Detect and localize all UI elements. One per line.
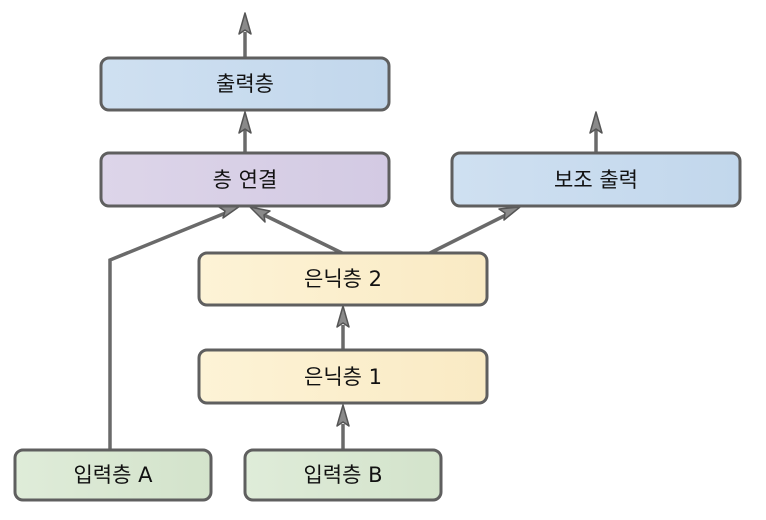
- node-concat-layer: 층 연결: [99, 151, 391, 208]
- edge-output-up: [238, 12, 252, 58]
- node-aux-output-label: 보조 출력: [554, 168, 638, 192]
- node-input-b: 입력층 B: [243, 448, 443, 502]
- node-input-a-label: 입력층 A: [73, 463, 153, 487]
- node-output-label: 출력층: [216, 72, 274, 96]
- node-hidden2-label: 은닉층 2: [304, 267, 382, 291]
- edge-concat-to-output: [238, 111, 252, 152]
- edge-input-a-to-concat: [108, 205, 241, 450]
- edge-hidden2-to-aux-output: [429, 206, 521, 255]
- edge-hidden1-to-hidden2: [336, 305, 350, 350]
- node-input-a: 입력층 A: [13, 448, 213, 502]
- edge-aux-output-up: [589, 111, 603, 152]
- node-concat-label: 층 연결: [213, 168, 278, 192]
- node-hidden-layer-1: 은닉층 1: [197, 348, 489, 405]
- node-hidden-layer-2: 은닉층 2: [197, 251, 489, 307]
- edge-input-b-to-hidden1: [336, 404, 350, 450]
- edge-hidden2-to-concat: [249, 206, 343, 255]
- node-hidden1-label: 은닉층 1: [304, 365, 382, 389]
- node-input-b-label: 입력층 B: [303, 463, 382, 487]
- node-aux-output: 보조 출력: [450, 151, 742, 208]
- node-output-layer: 출력층: [99, 56, 391, 112]
